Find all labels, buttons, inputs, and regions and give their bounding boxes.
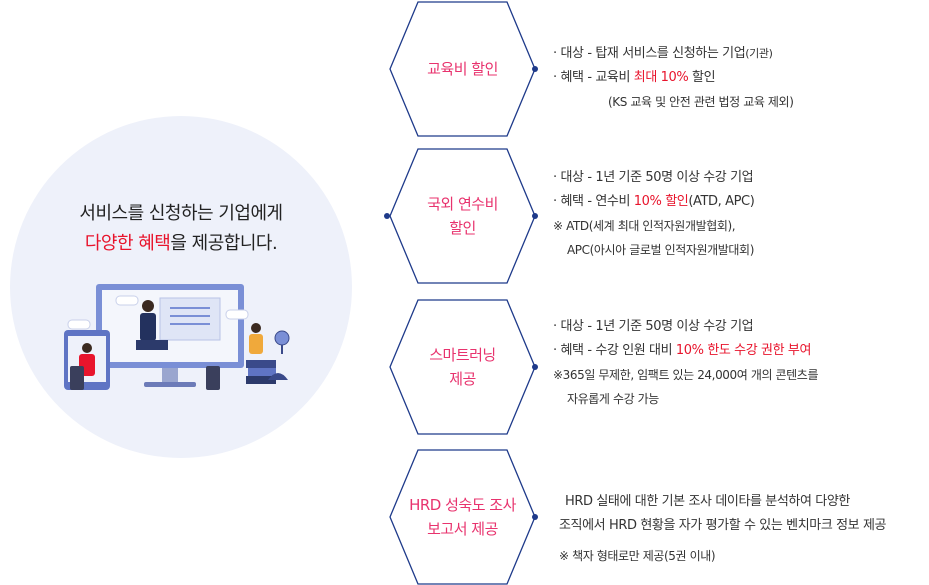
detail-target: · 대상 - 1년 기준 50명 이상 수강 기업 [553, 170, 754, 185]
connector-dot [532, 364, 538, 370]
detail-note: ※ ATD(세계 최대 인적자원개발협회), [553, 219, 736, 233]
section-3-details: · 대상 - 1년 기준 50명 이상 수강 기업 · 혜택 - 수강 인원 대… [553, 315, 818, 411]
detail-benefit: · 혜택 - 수강 인원 대비 10% 한도 수강 권한 부여 [553, 343, 812, 358]
hexagon-1-label: 교육비 할인 [427, 60, 498, 78]
speaker-left-icon [70, 366, 84, 390]
connector-dot [532, 66, 538, 72]
section-1-details: · 대상 - 탑재 서비스를 신청하는 기업(기관) · 혜택 - 교육비 최대… [553, 42, 794, 114]
intro-line-1: 서비스를 신청하는 기업에게 [79, 203, 283, 224]
hexagon-2-label: 국외 연수비 할인 [427, 195, 498, 237]
hexagon-4 [389, 449, 536, 585]
books-icon [246, 360, 276, 368]
hexagon-3-label: 스마트러닝 제공 [429, 346, 496, 388]
hexagon-1 [389, 1, 536, 137]
hexagon-2 [389, 148, 536, 284]
monitor-base [144, 382, 196, 387]
intro-highlight: 다양한 혜택 [84, 233, 171, 254]
detail-note: ※ 책자 형태로만 제공(5권 이내) [559, 549, 716, 563]
presenter-head-icon [142, 300, 154, 312]
intro-text: 서비스를 신청하는 기업에게 다양한 혜택을 제공합니다. [10, 199, 352, 259]
detail-description-1: HRD 실태에 대한 기본 조사 데이타를 분석하여 다양한 [565, 494, 850, 509]
hexagon-3 [389, 299, 536, 435]
detail-description-2: 조직에서 HRD 현황을 자가 평가할 수 있는 벤치마크 정보 제공 [559, 518, 887, 533]
detail-target: · 대상 - 1년 기준 50명 이상 수강 기업 [553, 319, 754, 334]
monitor-neck [162, 368, 178, 382]
detail-target: · 대상 - 탑재 서비스를 신청하는 기업(기관) [553, 46, 773, 61]
connector-dot [384, 213, 390, 219]
intro-line-2: 다양한 혜택을 제공합니다. [10, 229, 352, 259]
detail-benefit: · 혜택 - 연수비 10% 할인(ATD, APC) [553, 194, 755, 209]
hexagon-4-label: HRD 성숙도 조사 보고서 제공 [409, 496, 516, 538]
connector-dot [532, 514, 538, 520]
detail-benefit: · 혜택 - 교육비 최대 10% 할인 [553, 70, 716, 85]
section-2-details: · 대상 - 1년 기준 50명 이상 수강 기업 · 혜택 - 연수비 10%… [553, 166, 755, 262]
detail-note: ※365일 무제한, 임팩트 있는 24,000여 개의 콘텐츠를 [553, 368, 819, 382]
speaker-right-icon [206, 366, 220, 390]
online-lecture-illustration [64, 284, 290, 390]
intro-line-2-rest: 을 제공합니다. [170, 233, 278, 254]
detail-note: (KS 교육 및 안전 관련 법정 교육 제외) [608, 95, 794, 109]
board-icon [159, 297, 221, 341]
presenter-body-icon [140, 313, 156, 341]
student-figure-icon [249, 334, 263, 354]
bag-icon [268, 373, 288, 380]
connector-dot [532, 213, 538, 219]
detail-note-cont: APC(아시아 글로벌 인적자원개발대회) [567, 243, 754, 257]
detail-note-cont: 자유롭게 수강 가능 [567, 392, 659, 406]
section-4-details: HRD 실태에 대한 기본 조사 데이타를 분석하여 다양한 조직에서 HRD … [559, 490, 886, 568]
